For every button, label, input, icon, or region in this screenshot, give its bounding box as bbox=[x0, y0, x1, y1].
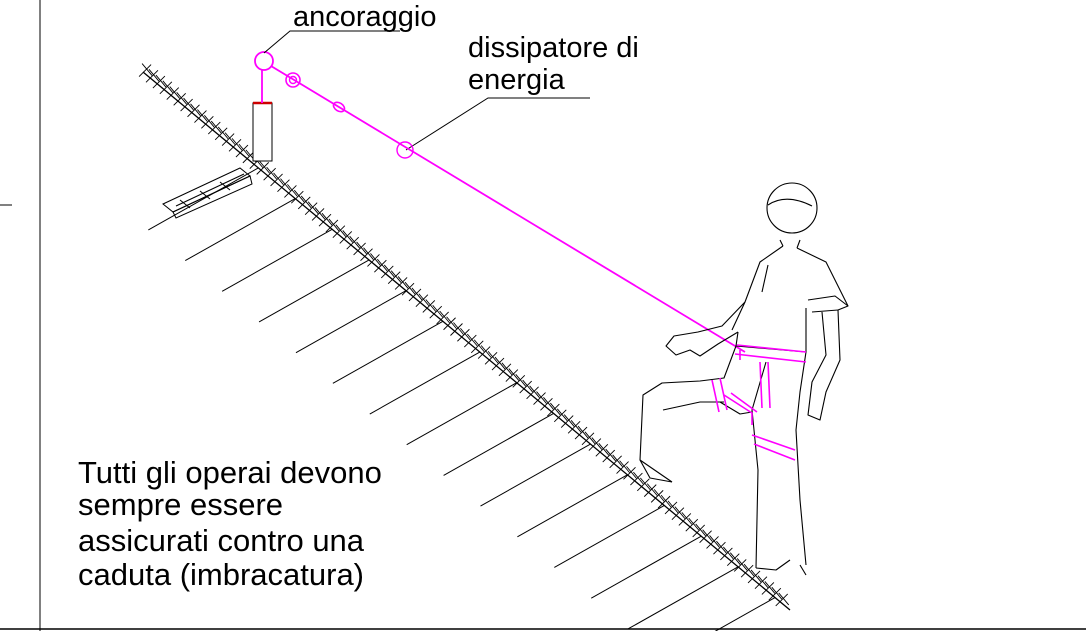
anchorage-label: ancoraggio bbox=[293, 1, 437, 33]
slope-ground-lines bbox=[148, 167, 776, 636]
carabiner-icon bbox=[285, 72, 301, 88]
safety-note-line4: caduta (imbracatura) bbox=[78, 557, 365, 592]
energy-absorber-label-line1: dissipatore di bbox=[468, 32, 639, 64]
anchor-ring bbox=[254, 51, 274, 71]
anchor-post bbox=[252, 102, 273, 162]
lifeline bbox=[270, 65, 746, 353]
foundation-block bbox=[162, 167, 253, 219]
absorber-leader bbox=[405, 97, 590, 151]
anchorage-leader bbox=[263, 30, 400, 54]
safety-note-line2: sempre essere bbox=[78, 487, 284, 522]
worker-figure bbox=[639, 182, 849, 576]
connector-icon bbox=[332, 101, 346, 113]
energy-absorber-label-line2: energia bbox=[468, 64, 565, 96]
slope-hatching bbox=[138, 63, 790, 607]
safety-harness bbox=[711, 344, 807, 461]
energy-absorber-icon bbox=[396, 141, 414, 159]
slope-surface bbox=[142, 71, 791, 611]
safety-note-line3: assicurati contro una bbox=[78, 523, 365, 558]
safety-note-line1: Tutti gli operai devono bbox=[78, 455, 382, 490]
